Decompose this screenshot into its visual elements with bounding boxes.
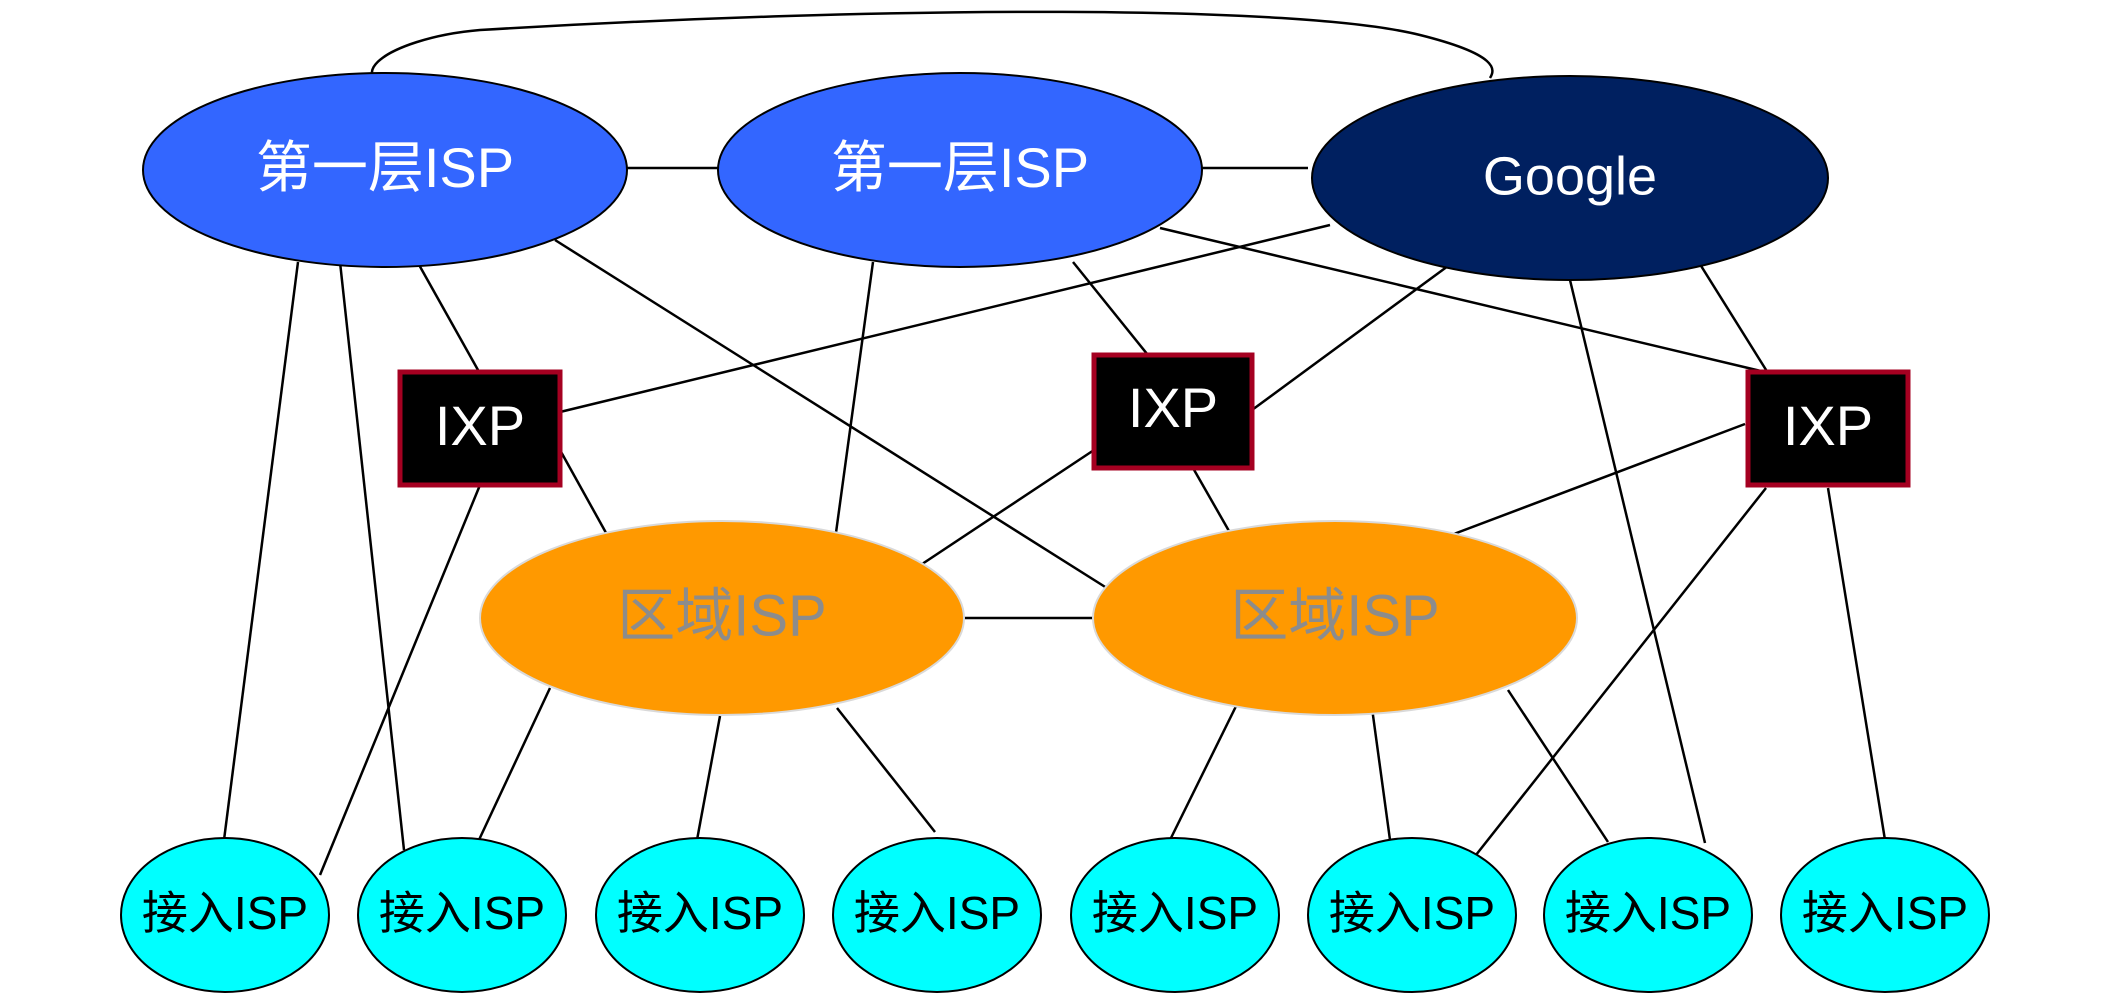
link-regional-left-access4 bbox=[836, 707, 936, 833]
link-ixp-mid-regional-left bbox=[894, 448, 1095, 584]
google-node: Google bbox=[1311, 75, 1829, 281]
ixp-right-node: IXP bbox=[1745, 369, 1911, 488]
google-label: Google bbox=[1483, 146, 1657, 206]
access-isp-ellipse bbox=[1070, 837, 1280, 993]
link-ixp-right-access6 bbox=[1471, 487, 1767, 861]
access-isp-label: 接入ISP bbox=[1329, 887, 1495, 939]
tier1-mid-label: 第一层ISP bbox=[831, 136, 1089, 199]
ixp-right-box bbox=[1745, 369, 1911, 488]
link-tier1-mid-regional-left bbox=[833, 261, 875, 541]
link-tier1-left-ixp-left bbox=[416, 262, 480, 371]
regional-left-label: 区域ISP bbox=[617, 583, 827, 648]
connection-lines bbox=[222, 10, 1887, 876]
regional-left-node: 区域ISP bbox=[479, 520, 965, 716]
tier1-left-ellipse bbox=[142, 72, 628, 268]
access-isp-ellipse bbox=[832, 837, 1042, 993]
access-isp-node: 接入ISP bbox=[1543, 837, 1753, 993]
google-ellipse bbox=[1311, 75, 1829, 281]
tier1-left-label: 第一层ISP bbox=[256, 136, 514, 199]
link-regional-left-access3 bbox=[695, 715, 722, 841]
access-isp-label: 接入ISP bbox=[379, 887, 545, 939]
link-regional-right-access5 bbox=[1168, 689, 1246, 841]
link-ixp-right-access8 bbox=[1826, 487, 1887, 841]
link-ixp-right-regional-right bbox=[1429, 422, 1746, 545]
tier1-mid-ellipse bbox=[717, 72, 1203, 268]
access-isp-label: 接入ISP bbox=[1092, 887, 1258, 939]
ixp-mid-label: IXP bbox=[1128, 376, 1218, 439]
link-tier1-left-access1 bbox=[222, 261, 300, 841]
link-tier1-left-access2 bbox=[338, 261, 406, 851]
ixp-left-box bbox=[397, 369, 563, 488]
regional-right-ellipse bbox=[1092, 520, 1578, 716]
access-isp-label: 接入ISP bbox=[1802, 887, 1968, 939]
access-isp-node: 接入ISP bbox=[595, 837, 805, 993]
access-isp-ellipse bbox=[120, 837, 330, 993]
access-isp-node: 接入ISP bbox=[120, 837, 330, 993]
access-isp-label: 接入ISP bbox=[142, 887, 308, 939]
ixp-mid-node: IXP bbox=[1091, 352, 1255, 471]
access-isp-node: 接入ISP bbox=[357, 837, 567, 993]
link-tier1-mid-ixp-mid bbox=[1072, 261, 1153, 361]
ixp-mid-box bbox=[1091, 352, 1255, 471]
ixp-left-node: IXP bbox=[397, 369, 563, 488]
link-google-access7 bbox=[1568, 279, 1707, 844]
access-isp-label: 接入ISP bbox=[1565, 887, 1731, 939]
access-isp-node: 接入ISP bbox=[1780, 837, 1990, 993]
access-isp-ellipse bbox=[357, 837, 567, 993]
link-google-ixp-mid bbox=[1251, 264, 1449, 412]
ixp-right-label: IXP bbox=[1783, 394, 1873, 457]
link-google-ixp-left bbox=[559, 223, 1331, 414]
link-tier1-left-regional-right bbox=[554, 238, 1111, 592]
access-isp-node: 接入ISP bbox=[1070, 837, 1280, 993]
link-tier1-mid-ixp-right bbox=[1159, 226, 1766, 374]
link-ixp-mid-regional-right bbox=[1191, 467, 1235, 539]
ixp-left-label: IXP bbox=[435, 394, 525, 457]
access-isp-label: 接入ISP bbox=[617, 887, 783, 939]
tier1-mid-node: 第一层ISP bbox=[717, 72, 1203, 268]
access-isp-node: 接入ISP bbox=[832, 837, 1042, 993]
regional-left-ellipse bbox=[479, 520, 965, 716]
regional-right-node: 区域ISP bbox=[1092, 520, 1578, 716]
access-isp-node: 接入ISP bbox=[1307, 837, 1517, 993]
link-regional-right-access6 bbox=[1370, 707, 1392, 841]
link-regional-left-access2 bbox=[476, 687, 552, 843]
access-isp-label: 接入ISP bbox=[854, 887, 1020, 939]
access-isp-ellipse bbox=[1307, 837, 1517, 993]
access-isp-ellipse bbox=[1543, 837, 1753, 993]
access-isp-row: 接入ISP 接入ISP 接入ISP 接入ISP 接入ISP 接入ISP 接入IS… bbox=[120, 837, 1990, 993]
link-regional-right-access7 bbox=[1506, 689, 1610, 843]
access-isp-ellipse bbox=[1780, 837, 1990, 993]
link-ixp-left-access2 bbox=[318, 484, 482, 876]
access-isp-ellipse bbox=[595, 837, 805, 993]
regional-right-label: 区域ISP bbox=[1230, 583, 1440, 648]
tier1-left-node: 第一层ISP bbox=[142, 72, 628, 268]
link-tier1-left-google-arc bbox=[370, 10, 1494, 97]
